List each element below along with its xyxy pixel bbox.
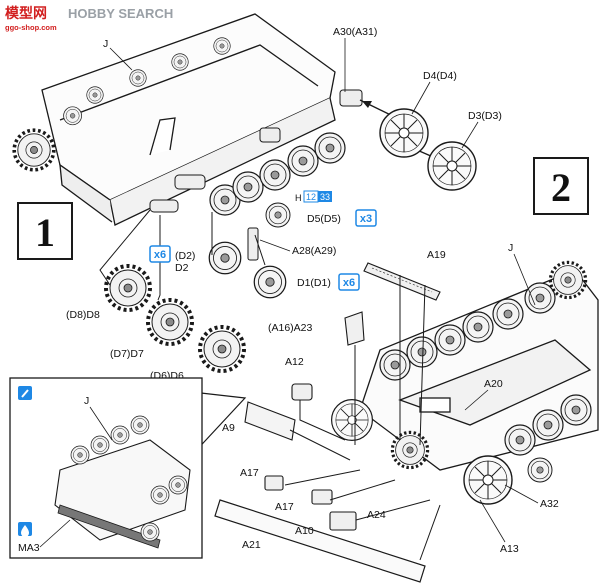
step1-labels: J A30(A31) D4(D4) D3(D3) D5(D5) A28(A29)… bbox=[66, 26, 502, 382]
label-ma3: MA3 bbox=[18, 542, 40, 554]
step-1-box: 1 bbox=[17, 202, 73, 260]
label-d2: D2 bbox=[175, 262, 189, 274]
label-a17-a: A17 bbox=[240, 467, 259, 479]
label-a12: A12 bbox=[285, 356, 304, 368]
paint-ref-prefix: H bbox=[295, 193, 302, 203]
multiplier-x6b-text: x6 bbox=[343, 277, 355, 289]
label-a24: A24 bbox=[367, 509, 386, 521]
label-d3: D3(D3) bbox=[468, 110, 502, 122]
part-a21 bbox=[214, 499, 426, 583]
step-1-number: 1 bbox=[35, 210, 55, 255]
part-a10 bbox=[329, 511, 357, 531]
wheel-d2 bbox=[208, 241, 242, 275]
label-a19: A19 bbox=[427, 249, 446, 261]
idler-wheel-d4 bbox=[379, 108, 429, 158]
hull-front-sprocket bbox=[12, 128, 56, 172]
track-ma3 bbox=[57, 504, 161, 549]
label-a10: A10 bbox=[295, 525, 314, 537]
label-a32: A32 bbox=[540, 498, 559, 510]
step1-guide-lines bbox=[99, 209, 266, 301]
label-j-top: J bbox=[103, 38, 108, 50]
part-a9 bbox=[244, 401, 296, 441]
label-a16: (A16)A23 bbox=[268, 322, 313, 334]
label-a30: A30(A31) bbox=[333, 26, 377, 38]
step2-labels: J A19 (A16)A23 A12 A20 A9 A17 A17 A10 A2… bbox=[222, 242, 559, 555]
wheel-d5 bbox=[265, 202, 291, 228]
detail-inset: J MA3 bbox=[9, 377, 247, 559]
multiplier-x3-text: x3 bbox=[360, 213, 372, 225]
paint-reference: H 12 33 bbox=[295, 190, 332, 203]
step-2-box: 2 bbox=[533, 157, 589, 215]
sprocket-d6 bbox=[198, 325, 246, 373]
multiplier-x6a-text: x6 bbox=[154, 249, 166, 261]
sprocket-d8 bbox=[104, 264, 152, 312]
idler-wheel-d3 bbox=[427, 141, 477, 191]
label-j-right: J bbox=[508, 242, 513, 254]
paint-ref-a: 12 bbox=[306, 192, 316, 202]
label-d8: (D8)D8 bbox=[66, 309, 100, 321]
label-a28: A28(A29) bbox=[292, 245, 336, 257]
watermark-url: ggo-shop.com bbox=[5, 23, 57, 32]
multiplier-x6-d1: x6 bbox=[338, 273, 360, 291]
paint-ref-b: 33 bbox=[320, 192, 330, 202]
label-a21: A21 bbox=[242, 539, 261, 551]
part-a17-b bbox=[311, 489, 333, 505]
wheel-d1 bbox=[253, 265, 287, 299]
part-a19 bbox=[363, 262, 441, 301]
part-a23 bbox=[344, 311, 365, 346]
watermark-tag: HOBBY SEARCH bbox=[68, 6, 173, 21]
sprocket-d7 bbox=[146, 298, 194, 346]
multiplier-x3: x3 bbox=[355, 209, 377, 227]
label-a9: A9 bbox=[222, 422, 235, 434]
label-d5: D5(D5) bbox=[307, 213, 341, 225]
step-2-number: 2 bbox=[551, 165, 571, 210]
watermark-logo: 模型网 HOBBY SEARCH ggo-shop.com bbox=[4, 4, 173, 32]
label-a17-b: A17 bbox=[275, 501, 294, 513]
suspension-parts bbox=[149, 89, 363, 261]
label-d4: D4(D4) bbox=[423, 70, 457, 82]
label-a13: A13 bbox=[500, 543, 519, 555]
label-d7: (D7)D7 bbox=[110, 348, 144, 360]
part-a17-a bbox=[264, 475, 284, 491]
label-j-inset: J bbox=[84, 395, 89, 407]
part-a12 bbox=[291, 383, 313, 401]
label-a20: A20 bbox=[484, 378, 503, 390]
label-d2-paren: (D2) bbox=[175, 250, 195, 262]
hull-upper bbox=[41, 13, 336, 226]
multiplier-x6-d2: x6 bbox=[149, 245, 171, 263]
step2-guide-lines bbox=[284, 275, 441, 561]
label-d1: D1(D1) bbox=[297, 277, 331, 289]
watermark-brand: 模型网 bbox=[5, 5, 47, 21]
